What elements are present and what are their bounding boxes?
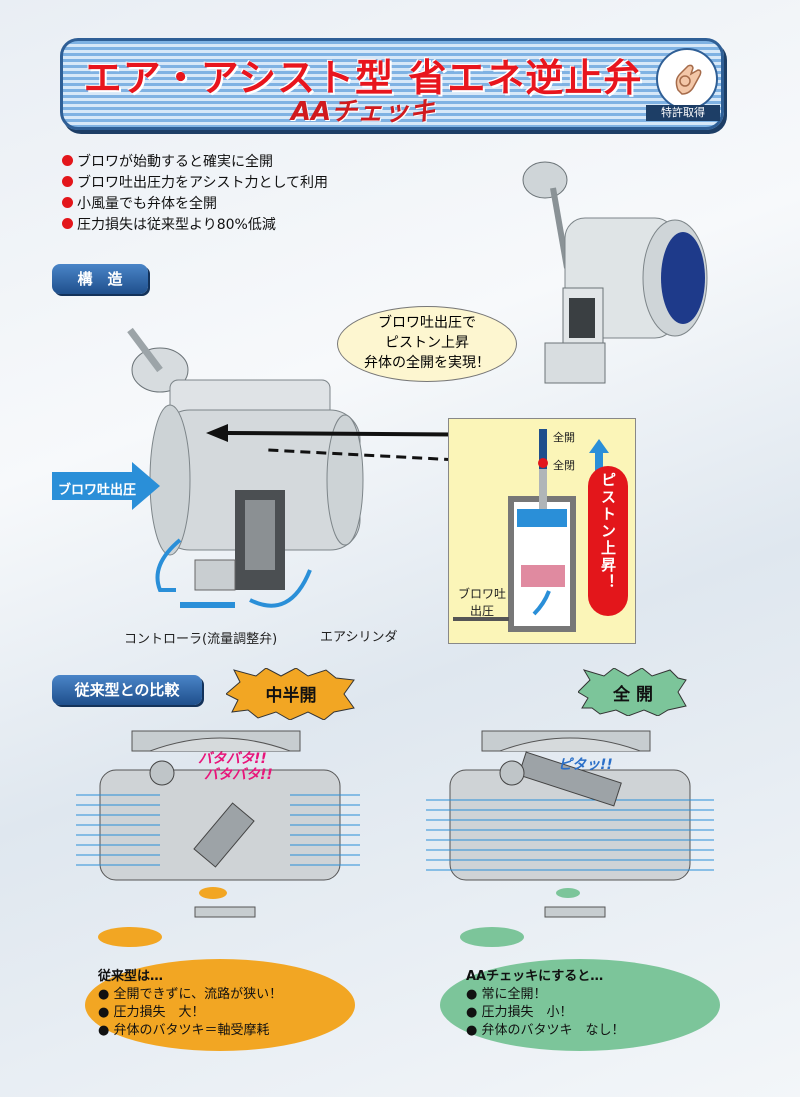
half-open-label: 中半開: [265, 686, 317, 706]
full-open-label: 全開: [553, 431, 575, 444]
full-open-text: 全 開: [613, 685, 653, 705]
blower-pressure-label: ブロワ吐出圧: [457, 587, 506, 618]
cylinder-label: エアシリンダ: [320, 630, 398, 645]
note-item: ● 弁体のバタツキ なし！: [466, 1023, 625, 1038]
page-title: エア・アシスト型 省エネ逆止弁: [83, 56, 643, 100]
valve-photo: [522, 161, 708, 384]
full-close-label: 全閉: [553, 459, 575, 472]
note-item: ● 圧力損失 小！: [466, 1005, 573, 1020]
valve-structure-diagram: [127, 327, 364, 608]
hand-icon: [656, 48, 718, 110]
aa-valve-cutaway: [426, 730, 714, 918]
half-open-burst: [226, 668, 355, 720]
aa-cloud: [440, 927, 720, 1051]
bullet-icon: [62, 176, 73, 187]
bullet-icon: [62, 197, 73, 208]
title-banner: エア・アシスト型 省エネ逆止弁 AAチェッキ 特許取得: [60, 38, 724, 130]
aa-notes: AAチェッキにすると… ● 常に全開！ ● 圧力損失 小！ ● 弁体のバタツキ …: [466, 968, 706, 1040]
comparison-tab: 従来型との比較: [52, 675, 202, 705]
feature-list: ブロワが始動すると確実に全開 ブロワ吐出圧力をアシスト力として利用 小風量でも弁…: [62, 150, 328, 234]
patent-label: 特許取得: [646, 105, 720, 121]
conventional-notes: 従来型は… ● 全開できずに、流路が狭い！ ● 圧力損失 大！ ● 弁体のバタツ…: [98, 968, 358, 1040]
inlet-arrow: [52, 462, 160, 510]
structure-tab: 構 造: [52, 264, 148, 294]
inlet-label: ブロワ吐出圧: [58, 483, 137, 498]
bullet-icon: [62, 155, 73, 166]
conventional-valve-cutaway: [76, 730, 360, 918]
note-item: ● 弁体のバタツキ＝軸受摩耗: [98, 1023, 270, 1038]
feature-item: ブロワ吐出圧力をアシスト力として利用: [62, 171, 328, 192]
flutter-text-2: バタバタ!!: [204, 767, 273, 783]
bullet-icon: [62, 218, 73, 229]
feature-item: 圧力損失は従来型より80%低減: [62, 213, 328, 234]
product-name: AAチェッキ: [290, 97, 436, 127]
note-item: ● 圧力損失 大！: [98, 1005, 205, 1020]
feature-item: ブロワが始動すると確実に全開: [62, 150, 328, 171]
piston-rise-badge: [588, 466, 628, 616]
full-open-burst: [578, 668, 687, 716]
note-item: ● 全開できずに、流路が狭い！: [98, 987, 283, 1002]
piston-rise-text: ピストン上昇！: [599, 472, 617, 591]
controller-label: コントローラ(流量調整弁): [124, 632, 278, 647]
snap-text: ピタッ!!: [558, 757, 613, 773]
flutter-text-1: バタバタ!!: [198, 751, 267, 767]
feature-item: 小風量でも弁体を全開: [62, 192, 328, 213]
cylinder-diagram: [453, 429, 609, 632]
note-item: ● 常に全開！: [466, 987, 547, 1002]
speech-callout: ブロワ吐出圧で ピストン上昇 弁体の全開を実現！: [337, 306, 517, 382]
conventional-cloud: [85, 927, 355, 1051]
